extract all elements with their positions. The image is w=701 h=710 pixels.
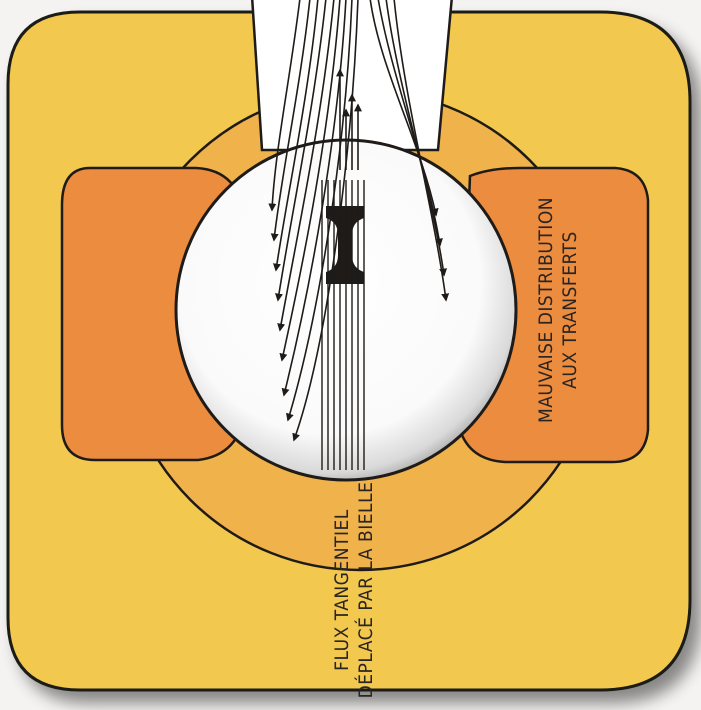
flow-line [270,0,311,242]
flow-line [385,0,448,277]
right-label-line2: AUX TRANSFERTS [559,231,581,389]
right-transfer-port [458,166,650,464]
bottom-label-line2: DÉPLACÉ PAR LA BIELLE [354,482,377,699]
flow-line [275,0,327,302]
flow-line [393,0,450,302]
flow-line [268,0,301,212]
flow-line [377,0,443,247]
flow-line [369,0,439,217]
flow-line [286,0,353,422]
flow-line [279,0,341,362]
flow-line [277,0,335,332]
bottom-label: FLUX TANGENTIEL DÉPLACÉ PAR LA BIELLE [331,482,377,699]
flow-line [292,0,359,442]
bottom-label-line1: FLUX TANGENTIEL [331,509,353,671]
connecting-rod-icon [326,206,364,284]
right-label-line1: MAUVAISE DISTRIBUTION [535,197,557,423]
tangential-flux-lines [321,180,365,470]
flow-line [272,0,319,272]
right-label: MAUVAISE DISTRIBUTION AUX TRANSFERTS [535,197,581,423]
